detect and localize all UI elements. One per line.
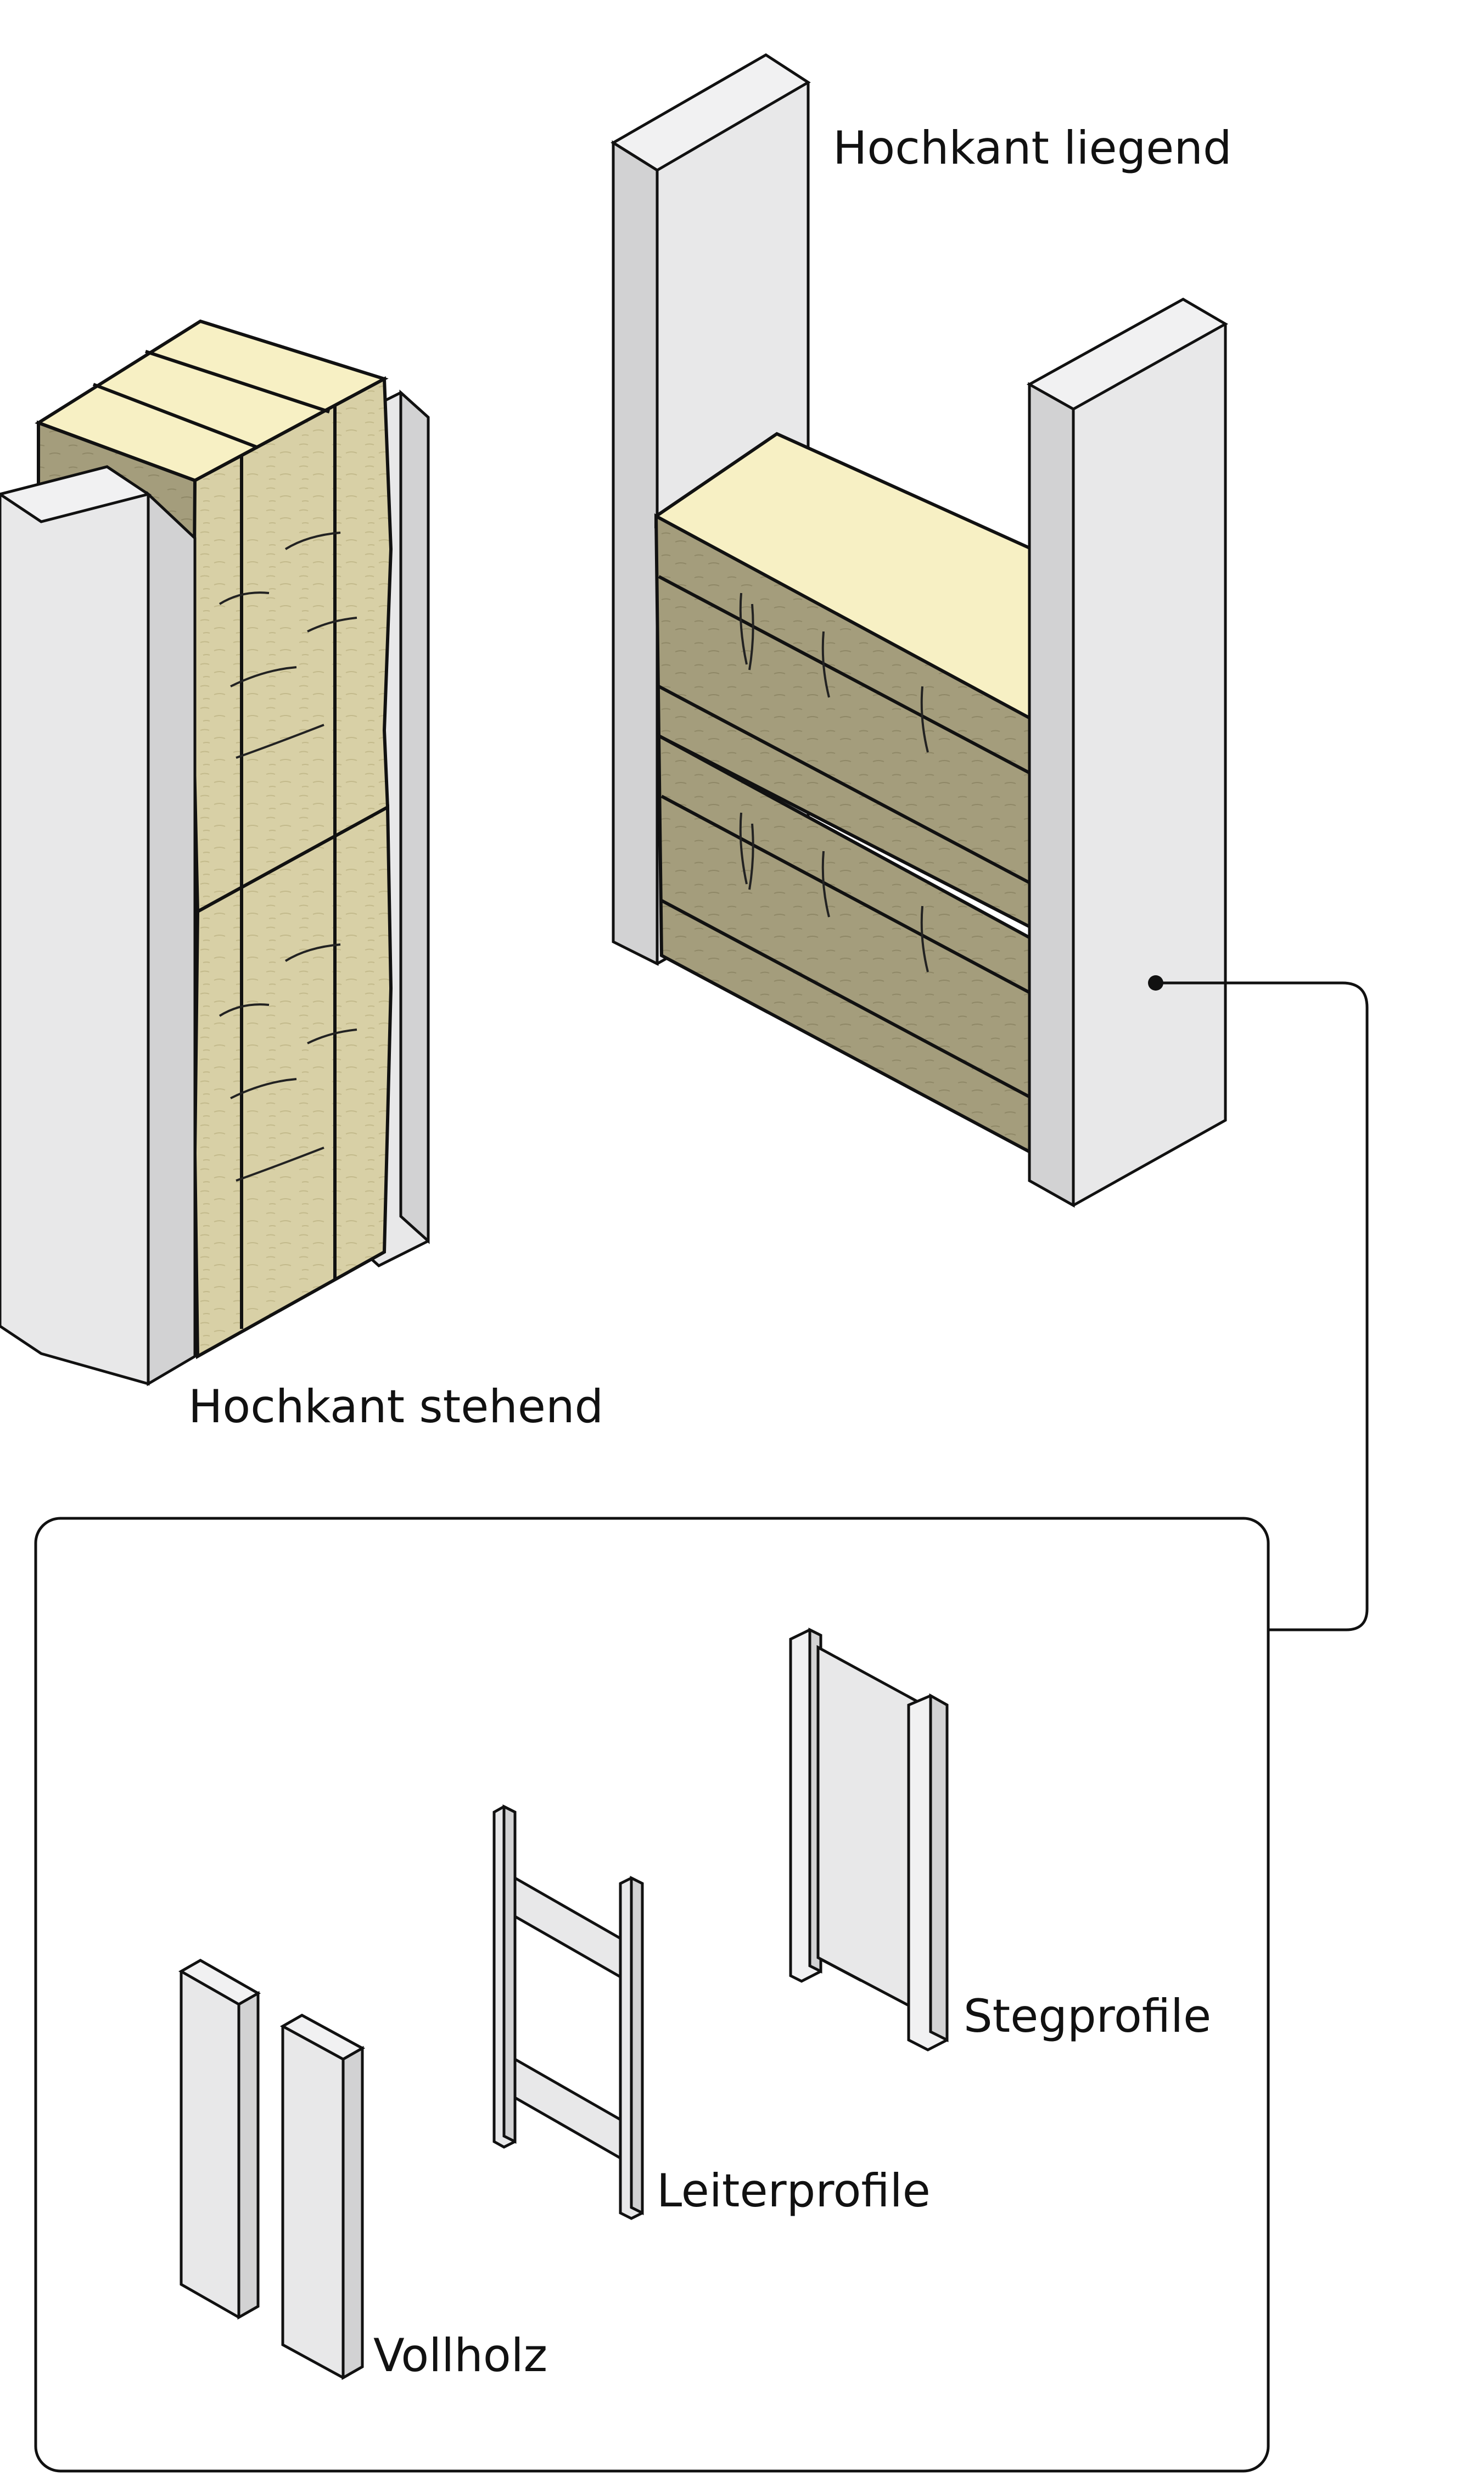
label-stegprofile: Stegprofile: [964, 1989, 1212, 2043]
straw-bale-stack: [654, 432, 1034, 1156]
hochkant-stehend-assembly: [0, 319, 430, 1387]
leader-line: [1156, 981, 1369, 1631]
vollholz-illustration: [178, 1959, 366, 2380]
leiterprofile-illustration: [492, 1804, 644, 2220]
label-leiterprofile: Leiterprofile: [657, 2164, 931, 2217]
label-hochkant-liegend: Hochkant liegend: [833, 121, 1232, 175]
stegprofile-illustration: [789, 1627, 949, 2052]
label-vollholz: Vollholz: [373, 2329, 548, 2382]
label-hochkant-stehend: Hochkant stehend: [188, 1380, 604, 1433]
straw-bale-column: [35, 319, 393, 1360]
front-post-left: [0, 465, 197, 1387]
hochkant-liegend-assembly: [611, 53, 1369, 1631]
front-post-right: [1026, 298, 1229, 1208]
